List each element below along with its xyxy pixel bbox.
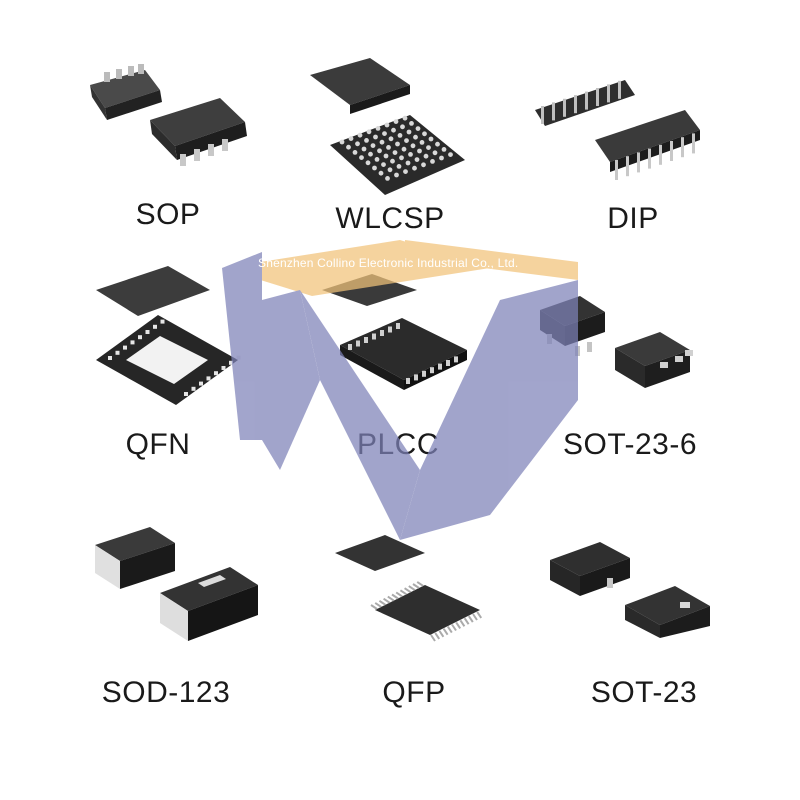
qfn-chip-icon: [96, 266, 241, 405]
dip-chip-icon: [535, 80, 700, 180]
sod-123-label: SOD-123: [101, 676, 231, 709]
qfn-label: QFN: [125, 428, 191, 461]
qfp-chip-icon: [335, 535, 483, 642]
qfp-label: QFP: [382, 676, 446, 709]
sop-chip-icon: [90, 64, 247, 166]
wlcsp-chip-icon: [310, 58, 465, 195]
sot-23-chip-icon: [550, 542, 710, 638]
sod-123-diode-icon: [95, 527, 258, 641]
dip-label: DIP: [607, 202, 659, 235]
sop-label: SOP: [135, 198, 201, 231]
watermark-company-text: Shenzhen Collino Electronic Industrial C…: [258, 256, 519, 270]
sot-23-6-chip-icon: [540, 296, 693, 388]
plcc-chip-icon: [322, 274, 467, 390]
sot-23-6-label: SOT-23-6: [562, 428, 698, 461]
sot-23-label: SOT-23: [590, 676, 698, 709]
plcc-label: PLCC: [356, 428, 440, 461]
wlcsp-label: WLCSP: [335, 202, 445, 235]
